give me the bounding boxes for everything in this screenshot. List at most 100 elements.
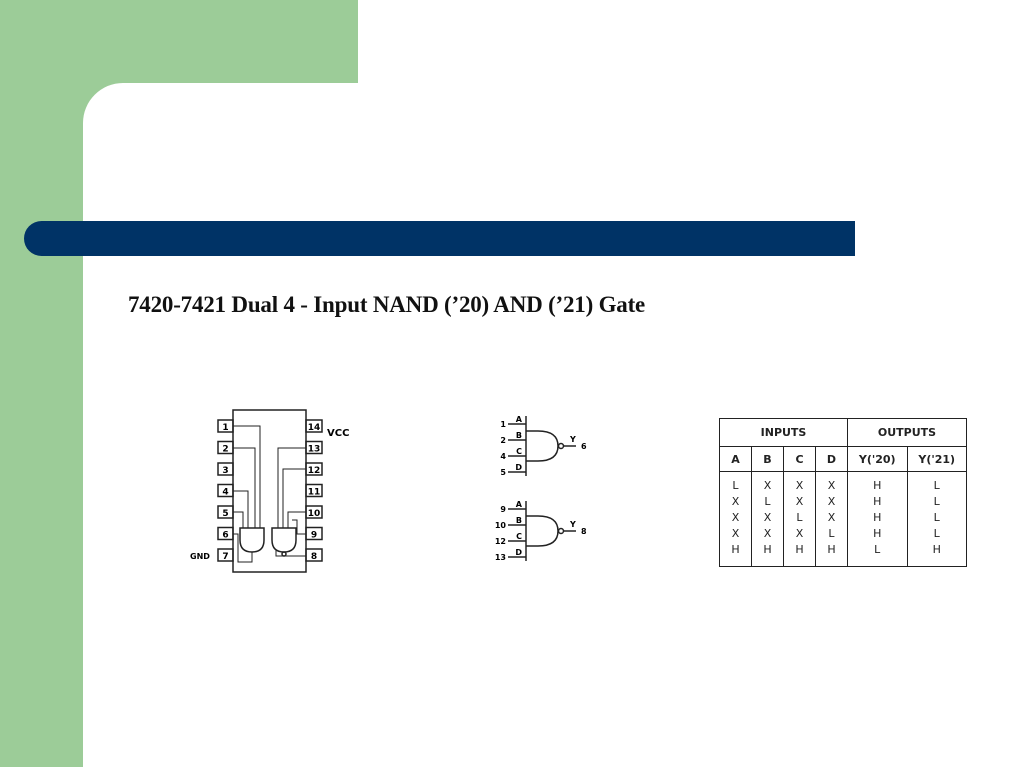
pin-box (217, 462, 234, 476)
pin-number: 2 (222, 445, 228, 455)
outputs-header: OUTPUTS (847, 418, 967, 447)
output-name: Y (569, 520, 576, 529)
truth-table-cell: L (933, 527, 940, 540)
column-header: D (815, 446, 848, 472)
truth-table-cell: X (763, 511, 772, 524)
truth-table-cell: H (731, 543, 740, 556)
nand-gate-symbol (526, 430, 559, 462)
pin-number: 5 (222, 509, 228, 519)
output-name: Y (569, 435, 576, 444)
input-pin: 4 (500, 452, 506, 461)
input-pin: 13 (495, 553, 506, 562)
inversion-bubble (557, 442, 565, 450)
input-name: B (516, 516, 522, 525)
pin-number: 11 (308, 488, 321, 498)
internal-wire (233, 533, 253, 563)
truth-table-cell: H (763, 543, 772, 556)
pin-number: 4 (222, 488, 228, 498)
nand-gate-symbol (526, 515, 559, 547)
title-accent-bar (24, 221, 855, 256)
truth-table-cell: X (827, 511, 836, 524)
truth-table-cell: X (731, 527, 740, 540)
input-name: D (515, 548, 522, 557)
truth-table-cell: L (933, 511, 940, 524)
inversion-bubble (281, 551, 287, 557)
input-name: A (516, 415, 523, 424)
input-pin: 9 (500, 505, 506, 514)
gate-symbol (271, 527, 297, 553)
truth-table-cell: H (873, 495, 882, 508)
pin-number: 1 (222, 423, 228, 433)
column-header: B (751, 446, 784, 472)
internal-wire (287, 511, 306, 528)
internal-wire (233, 511, 244, 528)
output-pin: 8 (581, 527, 587, 536)
truth-table-cell: L (933, 495, 940, 508)
truth-table-cell: L (874, 543, 881, 556)
pin-box (305, 419, 323, 433)
truth-table-cell: H (873, 511, 882, 524)
truth-table-cell: L (933, 479, 940, 492)
truth-table-cell: X (731, 495, 740, 508)
truth-table-cell: X (795, 495, 804, 508)
input-name: D (515, 463, 522, 472)
input-pin: 2 (500, 436, 506, 445)
column-header: A (719, 446, 752, 472)
truth-table-cell: H (827, 543, 836, 556)
internal-wire (233, 425, 261, 528)
truth-table-cell: L (796, 511, 803, 524)
pin-number: 8 (311, 552, 317, 562)
column-header: C (783, 446, 816, 472)
pin-number: 12 (308, 466, 321, 476)
internal-wire (277, 447, 306, 528)
internal-wire (292, 519, 306, 535)
truth-table-cell: X (827, 479, 836, 492)
truth-table-cell: L (764, 495, 771, 508)
gate-symbol (239, 527, 265, 553)
pin-number: 3 (222, 466, 228, 476)
inputs-header: INPUTS (719, 418, 848, 447)
column-header: Y('21) (906, 446, 967, 472)
input-name: B (516, 431, 522, 440)
internal-wire (275, 550, 306, 557)
truth-table-cell: L (828, 527, 835, 540)
truth-table-cell: X (763, 479, 772, 492)
pin-number: 7 (222, 552, 228, 562)
internal-wire (233, 490, 249, 528)
pin-number: 10 (308, 509, 321, 519)
input-name: C (516, 447, 522, 456)
pin-number: 9 (311, 531, 317, 541)
inversion-bubble (557, 527, 565, 535)
pin-number: 13 (308, 445, 321, 455)
pin-number: 6 (222, 531, 228, 541)
truth-table-cell: X (731, 511, 740, 524)
pin-box (217, 548, 234, 562)
truth-table-cell: H (795, 543, 804, 556)
pin-box (305, 483, 323, 498)
gnd-label: GND (190, 552, 210, 561)
slide-title: 7420-7421 Dual 4 - Input NAND (’20) AND … (128, 292, 646, 317)
vcc-label: VCC (327, 428, 349, 439)
truth-table-cell: H (932, 543, 941, 556)
truth-table-cell: X (795, 479, 804, 492)
slide-background (358, 0, 1024, 84)
internal-wire (282, 468, 306, 528)
output-pin: 6 (581, 442, 587, 451)
input-pin: 10 (495, 521, 507, 530)
pin-box (305, 548, 323, 562)
input-pin: 5 (500, 468, 506, 477)
input-name: C (516, 532, 522, 541)
truth-table-cell: X (763, 527, 772, 540)
truth-table-cell: X (827, 495, 836, 508)
column-header: Y('20) (847, 446, 908, 472)
input-pin: 12 (495, 537, 506, 546)
